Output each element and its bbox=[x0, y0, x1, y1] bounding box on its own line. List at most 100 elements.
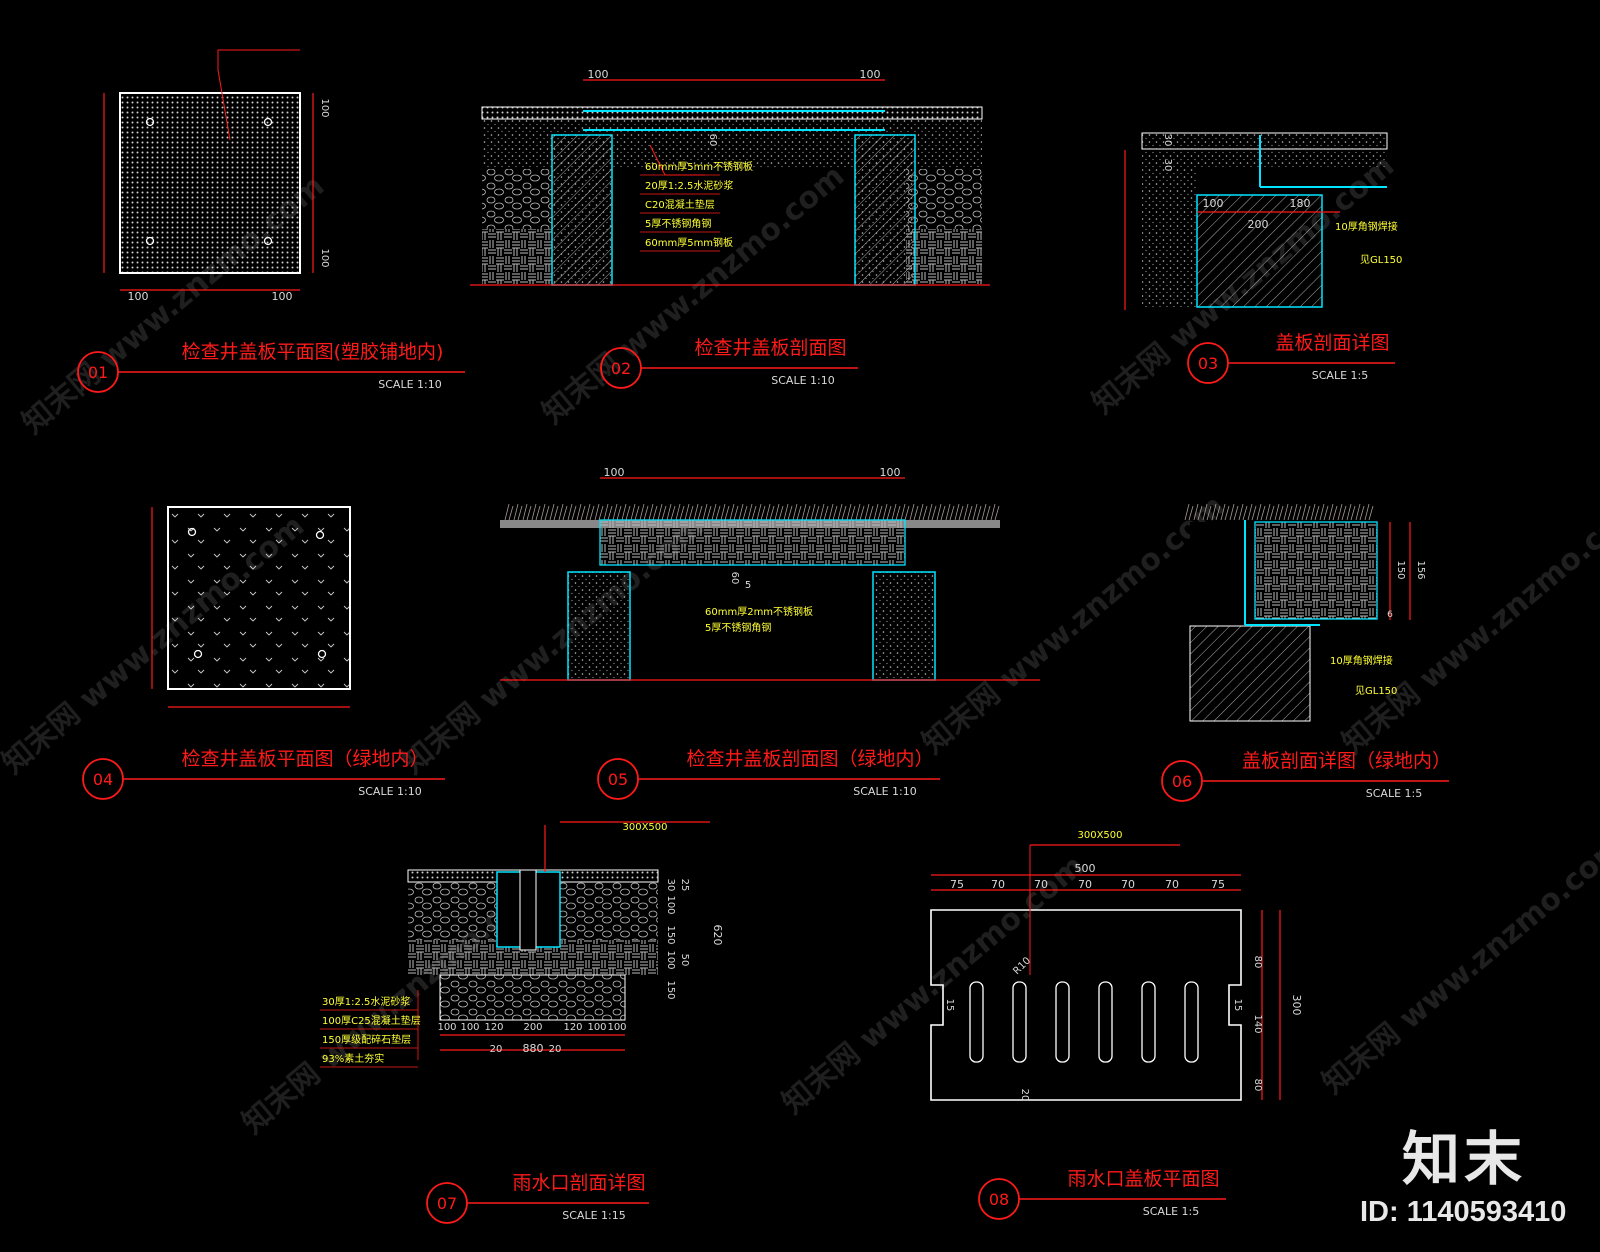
panel-scale: SCALE 1:10 bbox=[378, 378, 441, 391]
note: 300X500 bbox=[622, 822, 667, 833]
panel-number: 04 bbox=[93, 770, 113, 789]
note: C20混凝土垫层 bbox=[645, 198, 715, 211]
dim-label: 200 bbox=[1248, 218, 1269, 231]
dim-label: 60 bbox=[729, 572, 740, 585]
panel-number: 02 bbox=[611, 359, 631, 378]
dim-label: 100 bbox=[607, 1022, 626, 1033]
dim-label: 6 bbox=[1387, 610, 1393, 620]
panel-number: 03 bbox=[1198, 354, 1218, 373]
bolt-hole bbox=[145, 117, 155, 127]
bolt-hole bbox=[187, 527, 197, 537]
paving-layer bbox=[481, 106, 983, 120]
dim-label: 60 bbox=[707, 134, 718, 147]
note: 60mm厚5mm不锈钢板 bbox=[645, 160, 753, 173]
note: 5厚不锈钢角钢 bbox=[705, 621, 771, 634]
soil-tray bbox=[1254, 521, 1378, 620]
grate bbox=[519, 869, 537, 951]
panel-title: 检查井盖板剖面图 bbox=[694, 337, 846, 359]
panel-title: 雨水口剖面详图 bbox=[512, 1172, 645, 1194]
wall bbox=[1196, 194, 1323, 308]
bolt-hole bbox=[315, 530, 325, 540]
grate-plan bbox=[930, 909, 1242, 1101]
dim-label: 50 bbox=[679, 954, 690, 967]
panel-title: 雨水口盖板平面图 bbox=[1067, 1168, 1219, 1190]
dim-label: 140 bbox=[1252, 1014, 1263, 1033]
mortar-layer bbox=[1142, 149, 1387, 167]
panel-title: 盖板剖面详图 bbox=[1275, 332, 1389, 354]
panel-number: 07 bbox=[437, 1194, 457, 1213]
dim-label: 180 bbox=[1290, 197, 1311, 210]
dim-label: 20 bbox=[1019, 1089, 1030, 1102]
base-layer bbox=[482, 229, 552, 284]
bolt-hole bbox=[145, 236, 155, 246]
grate-slot bbox=[1098, 981, 1113, 1063]
dim-label: 80 bbox=[1252, 956, 1263, 969]
panel-scale: SCALE 1:15 bbox=[562, 1209, 625, 1222]
panel-number: 08 bbox=[989, 1190, 1009, 1209]
note: 见GL150 bbox=[1360, 254, 1402, 266]
dim-label: 300 bbox=[1290, 995, 1303, 1016]
panel-scale: SCALE 1:10 bbox=[358, 785, 421, 798]
dim-label: 100 bbox=[319, 248, 330, 267]
note: 5厚不锈钢角钢 bbox=[645, 217, 711, 230]
dim-label: 100 bbox=[272, 290, 293, 303]
dim-label: 80 bbox=[1252, 1079, 1263, 1092]
dim-label: 30 bbox=[1162, 159, 1173, 172]
dim-label: 70 bbox=[1034, 878, 1048, 891]
dim-label: 100 bbox=[437, 1022, 456, 1033]
dim-label: 25 bbox=[679, 879, 690, 892]
blank bbox=[1190, 522, 1245, 627]
base-layer bbox=[906, 229, 982, 284]
dim-label: 880 bbox=[523, 1042, 544, 1055]
note: 30厚1:2.5水泥砂浆 bbox=[322, 995, 410, 1008]
site-logo: 知末 bbox=[1402, 1125, 1527, 1193]
dim-label: 100 bbox=[588, 68, 609, 81]
note: 60mm厚2mm不锈钢板 bbox=[705, 605, 813, 618]
dim-label: 200 bbox=[523, 1022, 542, 1033]
dim-label: 100 bbox=[604, 466, 625, 479]
bolt-hole bbox=[193, 649, 203, 659]
base-layer bbox=[1142, 167, 1197, 307]
dim-label: 100 bbox=[319, 98, 330, 117]
dim-label: 5 bbox=[745, 580, 751, 591]
gravel-layer bbox=[482, 169, 552, 229]
panel-number: 01 bbox=[88, 363, 108, 382]
panel-title: 盖板剖面详图（绿地内） bbox=[1242, 750, 1451, 772]
dim-label: 100 bbox=[460, 1022, 479, 1033]
leader-line bbox=[217, 49, 300, 141]
bolt-hole bbox=[263, 117, 273, 127]
gravel-layer bbox=[906, 169, 982, 229]
dim-label: 100 bbox=[665, 895, 676, 914]
panel-scale: SCALE 1:10 bbox=[853, 785, 916, 798]
dim-label: 120 bbox=[563, 1022, 582, 1033]
note: 10厚角钢焊接 bbox=[1330, 654, 1393, 667]
grate-slot bbox=[1012, 981, 1027, 1063]
soil-tray bbox=[599, 519, 906, 566]
dim-label: 100 bbox=[860, 68, 881, 81]
dim-label: 150 bbox=[665, 980, 676, 999]
panel-title: 检查井盖板平面图（绿地内） bbox=[181, 748, 428, 770]
grate-slot bbox=[1184, 981, 1199, 1063]
dim-label: 70 bbox=[991, 878, 1005, 891]
dim-label: 75 bbox=[950, 878, 964, 891]
dim-label: 70 bbox=[1121, 878, 1135, 891]
note: 20厚1:2.5水泥砂浆 bbox=[645, 179, 733, 192]
dim-label: 20 bbox=[490, 1044, 503, 1055]
foundation bbox=[439, 974, 626, 1021]
dim-label: 15 bbox=[1232, 999, 1243, 1012]
note: 93%素土夯实 bbox=[322, 1052, 384, 1065]
panel-scale: SCALE 1:5 bbox=[1312, 369, 1368, 382]
dim-label: 100 bbox=[880, 466, 901, 479]
manhole-cover-plan bbox=[119, 92, 301, 274]
dim-label: 15 bbox=[944, 999, 955, 1012]
dim-label: 75 bbox=[1211, 878, 1225, 891]
dim-label: 120 bbox=[484, 1022, 503, 1033]
note: 10厚角钢焊接 bbox=[1335, 220, 1398, 233]
dim-label: 150 bbox=[1395, 560, 1406, 579]
dim-label: 70 bbox=[1165, 878, 1179, 891]
note: 见GL150 bbox=[1355, 685, 1397, 697]
wall bbox=[872, 571, 936, 681]
dim-label: 100 bbox=[665, 950, 676, 969]
dim-label: 70 bbox=[1078, 878, 1092, 891]
